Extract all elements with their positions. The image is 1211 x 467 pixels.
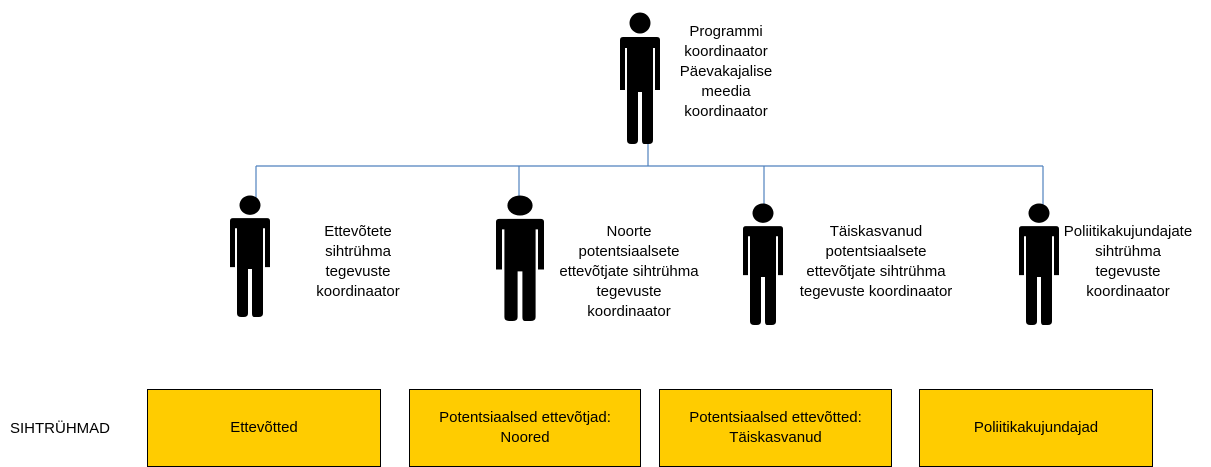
target-groups-row-label: SIHTRÜHMAD (10, 420, 110, 437)
program-coordinator-label: Programmi koordinaator Päevakajalise mee… (679, 23, 773, 120)
target-group-box-4: Poliitikakujundajad (919, 389, 1153, 467)
person-icon (496, 195, 544, 321)
target-group-label-3: Potentsiaalsed ettevõtted: Täiskasvanud (689, 409, 862, 446)
person-icon (743, 203, 783, 325)
person-icon (1019, 203, 1059, 325)
target-group-box-2: Potentsiaalsed ettevõtjad: Noored (409, 389, 641, 467)
coordinator-label-1: Ettevõtete sihtrühma tegevuste koordinaa… (316, 223, 400, 300)
target-group-box-3: Potentsiaalsed ettevõtted: Täiskasvanud (659, 389, 892, 467)
person-icon (230, 195, 270, 317)
target-group-label-4: Poliitikakujundajad (973, 419, 1099, 436)
target-group-label-1: Ettevõtted (230, 419, 298, 436)
coordinator-label-2: Noorte potentsiaalsete ettevõtjate sihtr… (559, 223, 699, 320)
coordinator-label-3: Täiskasvanud potentsiaalsete ettevõtjate… (799, 223, 953, 300)
person-icon (620, 12, 660, 144)
coordinator-label-4: Poliitikakujundajate sihtrühma tegevuste… (1063, 223, 1193, 300)
target-group-label-2: Potentsiaalsed ettevõtjad: Noored (439, 409, 611, 446)
target-group-box-1: Ettevõtted (147, 389, 381, 467)
